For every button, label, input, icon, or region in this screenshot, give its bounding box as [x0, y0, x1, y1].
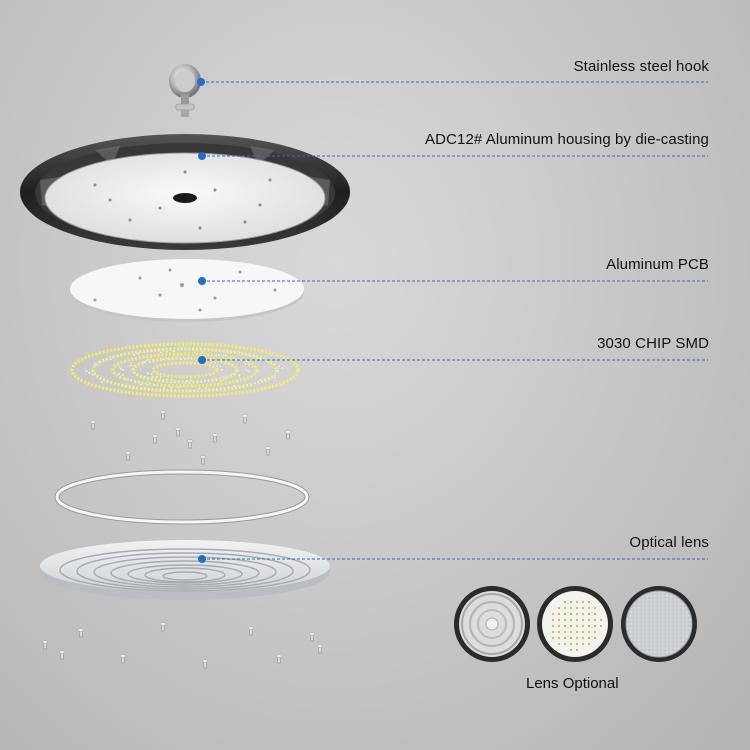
pcb-part [70, 259, 304, 322]
callout-label-hook: Stainless steel hook [573, 58, 709, 75]
hook-part [169, 64, 201, 117]
prismatic-lens-icon [621, 586, 697, 662]
callout-lines [201, 81, 708, 560]
reflector-ring-part [54, 469, 310, 525]
callout-dots [197, 78, 206, 563]
housing-part [20, 134, 350, 250]
clear-lens-icon [537, 586, 613, 662]
screws-lower [42, 622, 323, 669]
lens-option-thumbnails [454, 586, 697, 662]
frosted-lens-icon [454, 586, 530, 662]
callout-label-housing: ADC12# Aluminum housing by die-casting [425, 131, 709, 148]
callout-label-chip: 3030 CHIP SMD [597, 335, 709, 352]
callout-label-pcb: Aluminum PCB [606, 256, 709, 273]
led-chip-part [70, 342, 300, 398]
callout-label-lens: Optical lens [629, 534, 709, 551]
screws-upper [90, 410, 291, 465]
lens-options-caption: Lens Optional [526, 675, 619, 692]
optical-lens-part [40, 540, 330, 600]
